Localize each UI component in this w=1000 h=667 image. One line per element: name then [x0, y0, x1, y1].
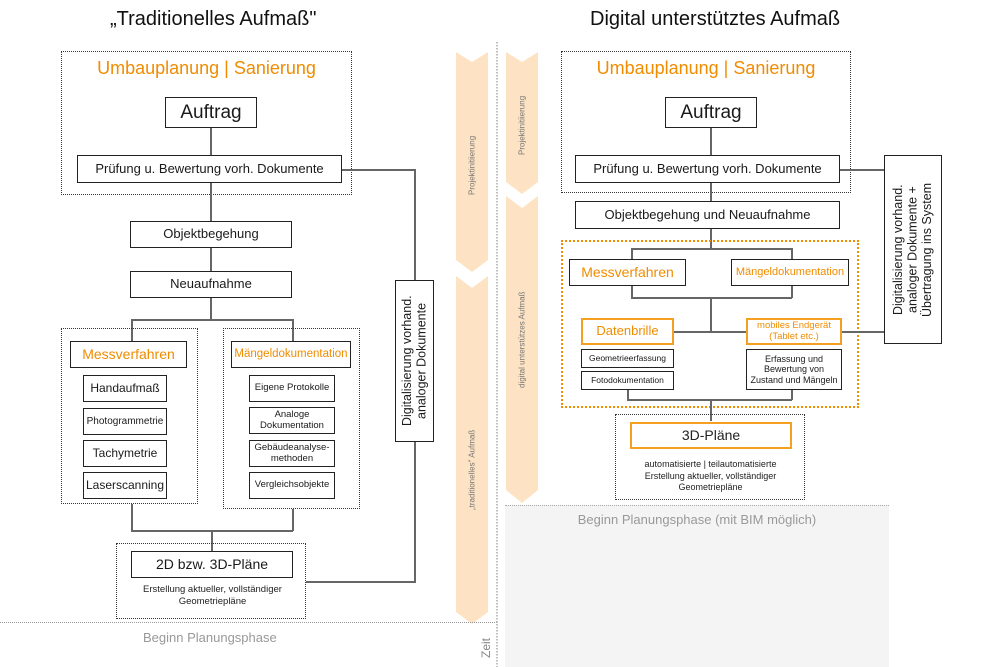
- left-plaene-box: 2D bzw. 3D-Pläne: [131, 551, 293, 578]
- connector: [210, 183, 212, 221]
- left-maengel-label: Mängeldokumentation: [234, 347, 348, 360]
- connector: [210, 248, 212, 271]
- connector: [131, 319, 133, 341]
- connector: [631, 286, 633, 298]
- left-mess-item: Tachymetrie: [83, 440, 167, 467]
- right-plaene-label: 3D-Pläne: [681, 427, 741, 444]
- left-group-title: Umbauplanung | Sanierung: [97, 58, 316, 78]
- right-auftrag-box: Auftrag: [665, 97, 757, 128]
- connector: [131, 504, 133, 531]
- connector: [840, 169, 885, 171]
- right-mobil-box: mobiles Endgerät (Tablet etc.): [746, 318, 842, 345]
- connector: [710, 229, 712, 249]
- right-group-umbauplanung: [561, 51, 851, 193]
- connector: [292, 319, 294, 341]
- left-messverfahren-label: Messverfahren: [82, 346, 175, 363]
- connector: [414, 442, 416, 582]
- left-arrow-label-2: „traditionelles" Aufmaß: [467, 429, 477, 511]
- right-title: Digital unterstütztes Aufmaß: [590, 8, 841, 30]
- left-title: „Traditionelles Aufmaß": [110, 8, 317, 30]
- right-digitalisierung-label: Digitalisierung vorhand. analoger Dokume…: [891, 182, 935, 317]
- left-phase-label: Beginn Planungsphase: [143, 630, 277, 645]
- right-maengel-label: Mängeldokumentation: [735, 266, 845, 279]
- connector: [210, 298, 212, 320]
- right-phase-label: Beginn Planungsphase (mit BIM möglich): [577, 512, 817, 527]
- left-phase-divider: [0, 622, 497, 623]
- connector: [710, 183, 712, 202]
- connector: [710, 128, 712, 156]
- connector: [292, 509, 294, 531]
- left-maengel-group: [223, 328, 360, 509]
- connector: [631, 248, 792, 250]
- right-maengel-box: Mängeldokumentation: [731, 259, 849, 286]
- right-datenbrille-box: Datenbrille: [581, 318, 674, 345]
- left-digitalisierung-box: Digitalisierung vorhand. analoger Dokume…: [395, 280, 434, 442]
- right-plaene-box: 3D-Pläne: [630, 422, 792, 449]
- connector: [631, 297, 792, 299]
- left-digitalisierung-label: Digitalisierung vorhand. analoger Dokume…: [400, 295, 429, 427]
- connector: [342, 169, 415, 171]
- left-messverfahren-group: [61, 328, 198, 504]
- connector: [627, 390, 629, 400]
- right-digitalisierung-box: Digitalisierung vorhand. analoger Dokume…: [884, 155, 942, 344]
- right-arrow-label-2: digital unterstützes Aufmaß: [517, 291, 527, 389]
- connector: [306, 581, 416, 583]
- time-axis-label: Zeit: [479, 638, 493, 659]
- connector: [791, 286, 793, 298]
- connector: [710, 399, 712, 421]
- left-maengel-item: Vergleichsobjekte: [249, 472, 335, 499]
- left-maengel-title: Mängeldokumentation: [231, 341, 351, 368]
- connector: [627, 399, 792, 401]
- right-datenbrille-item: Geometrieerfassung: [581, 349, 674, 368]
- connector: [674, 331, 746, 333]
- left-plaene-group: [116, 543, 306, 619]
- left-mess-item: Laserscanning: [83, 472, 167, 499]
- connector: [210, 128, 212, 156]
- left-maengel-item: Eigene Protokolle: [249, 375, 335, 402]
- connector: [211, 530, 213, 552]
- left-plaene-caption: Erstellung aktueller, vollständiger Geom…: [143, 584, 282, 608]
- left-mess-item: Photogrammetrie: [83, 408, 167, 435]
- left-maengel-item: Gebäudeanalyse-methoden: [249, 440, 335, 467]
- left-objektbegehung-box: Objektbegehung: [130, 221, 292, 248]
- connector: [414, 169, 416, 280]
- connector: [131, 319, 293, 321]
- connector: [791, 390, 793, 400]
- left-messverfahren-title: Messverfahren: [70, 341, 187, 368]
- right-mobil-item: Erfassung und Bewertung von Zustand und …: [746, 349, 842, 390]
- right-messverfahren-label: Messverfahren: [581, 264, 674, 281]
- connector: [710, 297, 712, 331]
- left-neuaufnahme-box: Neuaufnahme: [130, 271, 292, 298]
- connector: [842, 331, 885, 333]
- right-arrow-label-1: Projektinitiierung: [517, 95, 527, 155]
- left-group-umbauplanung: [61, 51, 352, 195]
- right-datenbrille-item: Fotodokumentation: [581, 371, 674, 390]
- right-pruefung-box: Prüfung u. Bewertung vorh. Dokumente: [575, 155, 840, 183]
- right-messverfahren-box: Messverfahren: [569, 259, 686, 286]
- connector: [631, 248, 633, 260]
- left-auftrag-box: Auftrag: [165, 97, 257, 128]
- right-objektbegehung-box: Objektbegehung und Neuaufnahme: [575, 201, 840, 229]
- right-group-title: Umbauplanung | Sanierung: [596, 58, 816, 78]
- connector: [791, 248, 793, 260]
- right-plaene-group: [615, 414, 805, 500]
- left-maengel-item: Analoge Dokumentation: [249, 407, 335, 434]
- left-mess-item: Handaufmaß: [83, 375, 167, 402]
- left-arrow-label-1: Projektinitiierung: [467, 135, 477, 195]
- right-phase-area: [505, 505, 889, 667]
- right-plaene-caption: automatisierte | teilautomatisierte Erst…: [644, 459, 777, 493]
- left-pruefung-box: Prüfung u. Bewertung vorh. Dokumente: [77, 155, 342, 183]
